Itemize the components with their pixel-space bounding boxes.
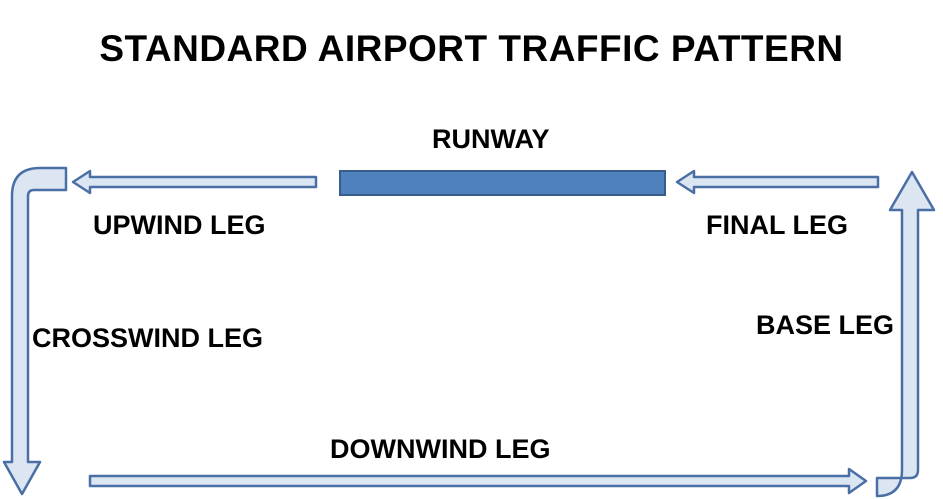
final-leg-arrow — [675, 169, 880, 195]
upwind-leg-label: UPWIND LEG — [93, 210, 266, 240]
upwind-leg-arrow — [71, 169, 318, 195]
runway-label: RUNWAY — [432, 124, 550, 154]
crosswind-leg-label: CROSSWIND LEG — [32, 323, 264, 353]
runway-bar — [339, 170, 666, 196]
final-leg-label: FINAL LEG — [706, 210, 849, 240]
crosswind-leg-bend — [2, 166, 68, 496]
diagram-title: STANDARD AIRPORT TRAFFIC PATTERN — [99, 28, 844, 69]
downwind-leg-label: DOWNWIND LEG — [330, 434, 551, 464]
downwind-leg-arrow — [88, 467, 868, 495]
base-leg-label: BASE LEG — [756, 310, 895, 340]
base-leg-arrow-shape — [875, 170, 936, 498]
